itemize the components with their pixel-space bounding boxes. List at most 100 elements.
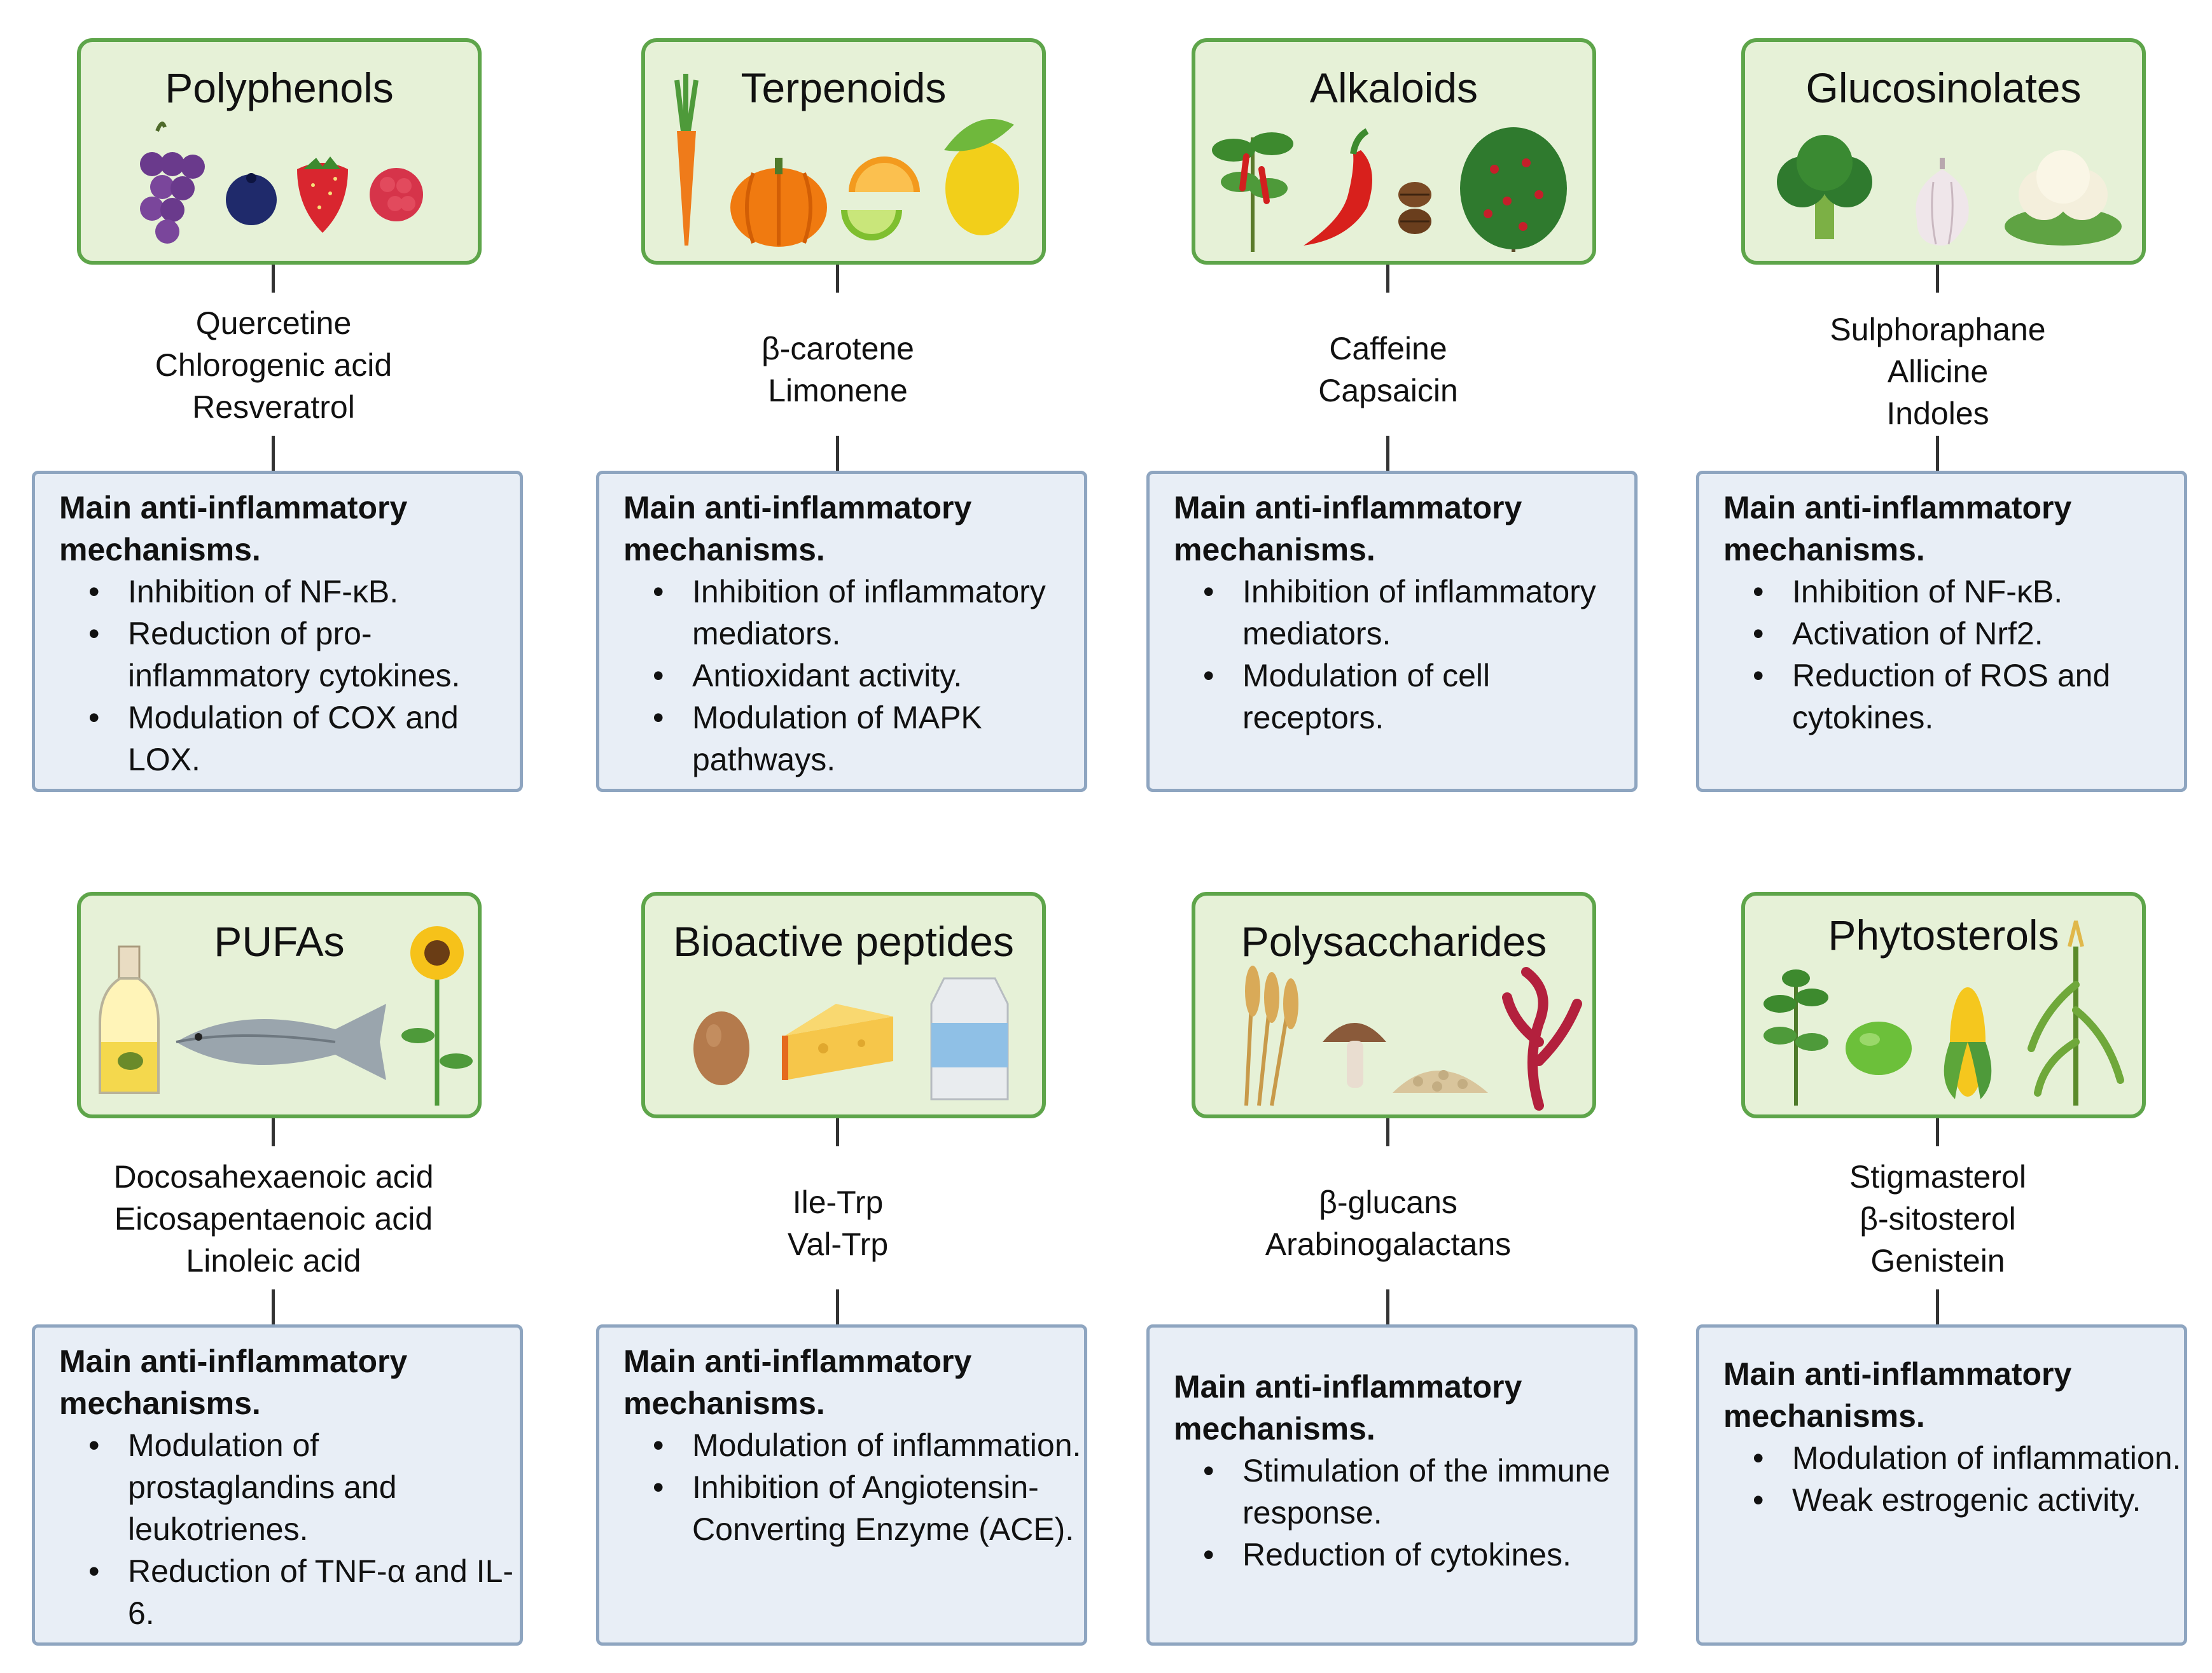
compound: β-glucans: [1319, 1184, 1457, 1220]
compound: Limonene: [768, 373, 908, 408]
mechanism-item: Reduction of cytokines.: [1174, 1534, 1632, 1576]
connector-line: [272, 436, 275, 471]
cheese-icon: [782, 1004, 893, 1080]
compound-list: β-carotene Limonene: [596, 328, 1080, 412]
mechanism-heading: Main anti-inflammatory mechanisms.: [59, 490, 408, 567]
mechanism-box: Main anti-inflammatory mechanisms. Inhib…: [32, 471, 523, 792]
broccoli-icon: [1777, 135, 1872, 239]
category-title: PUFAs: [214, 918, 345, 965]
compound: Eicosapentaenoic acid: [114, 1201, 433, 1237]
mechanism-heading: Main anti-inflammatory mechanisms.: [1174, 490, 1522, 567]
soybean-plant-icon: [1763, 969, 1828, 1106]
compound: Caffeine: [1329, 331, 1447, 366]
connector-line: [1386, 436, 1389, 471]
fish-icon: [176, 1004, 386, 1080]
category-title: Terpenoids: [741, 64, 947, 111]
mechanism-box: Main anti-inflammatory mechanisms. Inhib…: [596, 471, 1087, 792]
connector-line: [1386, 1118, 1389, 1146]
grapes-icon: [140, 121, 205, 244]
chili-pepper-icon: [1304, 128, 1372, 246]
connector-line: [272, 1289, 275, 1324]
connector-line: [1386, 265, 1389, 293]
connector-line: [836, 1289, 839, 1324]
mechanism-box: Main anti-inflammatory mechanisms. Stimu…: [1146, 1324, 1638, 1646]
mechanism-list: Inhibition of inflammatory mediators. An…: [623, 571, 1082, 781]
compound-list: Quercetine Chlorogenic acid Resveratrol: [32, 302, 515, 428]
connector-line: [836, 1118, 839, 1146]
connector-line: [1936, 265, 1939, 293]
category-header: Bioactive peptides: [641, 892, 1046, 1118]
bean-icon: [1846, 1022, 1912, 1075]
mechanism-list: Inhibition of inflammatory mediators. Mo…: [1174, 571, 1632, 739]
raspberry-icon: [370, 168, 423, 221]
carrot-icon: [674, 74, 699, 246]
milk-carton-icon: [930, 977, 1009, 1100]
wheat-icon: [1244, 966, 1298, 1106]
compound: Linoleic acid: [186, 1243, 361, 1279]
connector-line: [1936, 436, 1939, 471]
category-header: Alkaloids: [1192, 38, 1596, 265]
mechanism-item: Modulation of cell receptors.: [1174, 655, 1632, 739]
compound: Arabinogalactans: [1265, 1226, 1512, 1262]
mechanism-item: Inhibition of inflammatory mediators.: [1174, 571, 1632, 655]
category-title: Alkaloids: [1309, 64, 1478, 111]
mechanism-item: Modulation of MAPK pathways.: [623, 697, 1082, 781]
mechanism-item: Modulation of COX and LOX.: [59, 697, 517, 781]
corn-plant-icon: [2028, 920, 2124, 1106]
mechanism-item: Antioxidant activity.: [623, 655, 1082, 697]
mechanism-box: Main anti-inflammatory mechanisms. Modul…: [32, 1324, 523, 1646]
category-title: Glucosinolates: [1805, 64, 2082, 111]
category-header: Glucosinolates: [1741, 38, 2146, 265]
category-title: Bioactive peptides: [673, 918, 1014, 965]
mechanism-list: Inhibition of NF-κB. Activation of Nrf2.…: [1723, 571, 2181, 739]
mechanism-heading: Main anti-inflammatory mechanisms.: [623, 1343, 972, 1421]
mechanism-heading: Main anti-inflammatory mechanisms.: [623, 490, 972, 567]
compound: Stigmasterol: [1849, 1159, 2026, 1195]
compound-list: Sulphoraphane Allicine Indoles: [1696, 309, 2180, 434]
corn-cob-icon: [1944, 987, 1992, 1099]
mechanism-item: Modulation of inflammation.: [623, 1424, 1082, 1466]
compound: Capsaicin: [1318, 373, 1458, 408]
category-title: Polyphenols: [165, 64, 394, 111]
blueberry-icon: [226, 173, 277, 225]
category-header: PUFAs: [77, 892, 482, 1118]
lemon-icon: [944, 119, 1019, 235]
mechanism-item: Activation of Nrf2.: [1723, 613, 2181, 655]
connector-line: [272, 265, 275, 293]
pumpkin-icon: [730, 158, 827, 247]
compound: Indoles: [1886, 396, 1989, 431]
olive-oil-bottle-icon: [99, 945, 160, 1094]
coffee-beans-icon: [1398, 182, 1431, 234]
category-header: Phytosterols: [1741, 892, 2146, 1118]
lime-slice-icon: [841, 210, 902, 240]
coffee-plant-icon: [1460, 127, 1567, 252]
oats-icon: [1393, 1070, 1488, 1093]
mechanism-item: Stimulation of the immune response.: [1174, 1450, 1632, 1534]
mechanism-list: Stimulation of the immune response. Redu…: [1174, 1450, 1632, 1576]
compound: Val-Trp: [787, 1226, 889, 1262]
chili-plant-icon: [1212, 132, 1293, 252]
mechanism-list: Modulation of inflammation. Inhibition o…: [623, 1424, 1082, 1550]
garlic-icon: [1916, 158, 1969, 246]
mechanism-list: Modulation of inflammation. Weak estroge…: [1723, 1437, 2181, 1521]
compound: β-sitosterol: [1860, 1201, 2016, 1237]
red-seaweed-icon: [1502, 967, 1582, 1111]
mechanism-item: Inhibition of Angiotensin-Converting Enz…: [623, 1466, 1082, 1550]
mechanism-heading: Main anti-inflammatory mechanisms.: [59, 1343, 408, 1421]
connector-line: [272, 1118, 275, 1146]
mechanism-item: Reduction of pro-inflammatory cytokines.: [59, 613, 517, 697]
connector-line: [1936, 1118, 1939, 1146]
mechanism-item: Weak estrogenic activity.: [1723, 1479, 2181, 1521]
connector-line: [1386, 1289, 1389, 1324]
mechanism-item: Reduction of ROS and cytokines.: [1723, 655, 2181, 739]
mechanism-item: Reduction of TNF-α and IL-6.: [59, 1550, 517, 1634]
mechanism-list: Modulation of prostaglandins and leukotr…: [59, 1424, 517, 1634]
mechanism-box: Main anti-inflammatory mechanisms. Modul…: [596, 1324, 1087, 1646]
compound: Sulphoraphane: [1830, 312, 2046, 347]
compound: Allicine: [1887, 354, 1989, 389]
mechanism-heading: Main anti-inflammatory mechanisms.: [1723, 490, 2072, 567]
sunflower-icon: [401, 926, 473, 1106]
mechanism-box: Main anti-inflammatory mechanisms. Inhib…: [1696, 471, 2187, 792]
mechanism-box: Main anti-inflammatory mechanisms. Inhib…: [1146, 471, 1638, 792]
category-title: Phytosterols: [1828, 912, 2059, 959]
